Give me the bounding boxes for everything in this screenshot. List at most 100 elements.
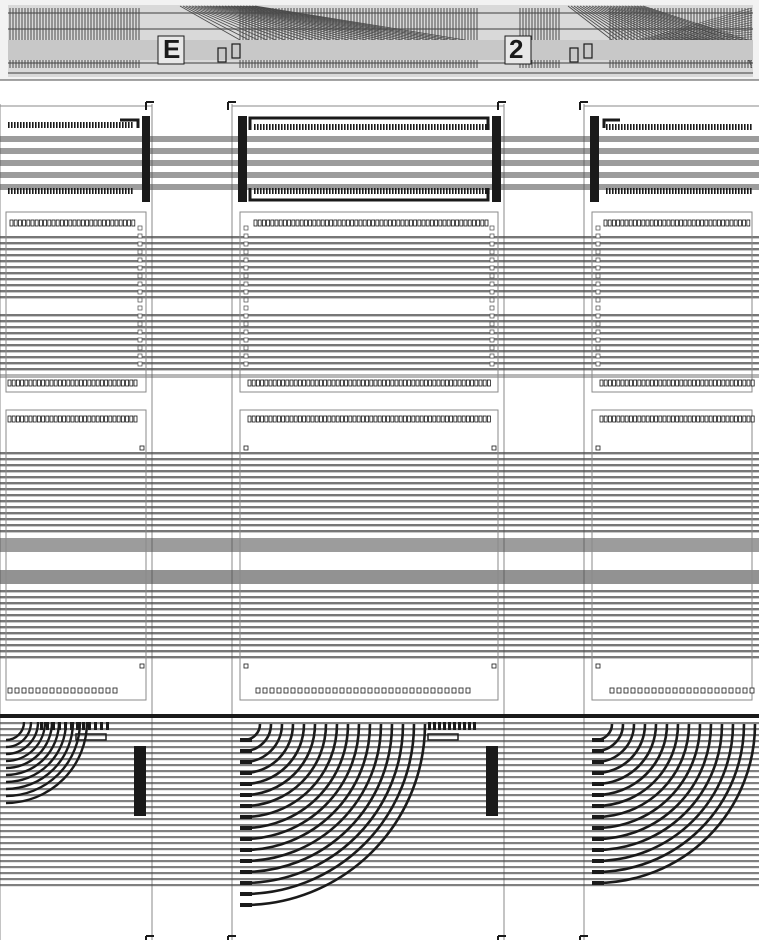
bond-pad <box>125 415 129 423</box>
comb-tooth <box>425 188 427 194</box>
comb-tooth <box>320 124 322 130</box>
header-fan-line <box>233 5 403 41</box>
comb-tooth <box>663 188 665 194</box>
bottom-section-rule <box>0 714 759 718</box>
header-fan-line <box>588 5 650 41</box>
comb-tooth <box>449 124 451 130</box>
side-pad <box>489 225 495 231</box>
comb-tooth <box>74 122 76 128</box>
bond-pad <box>395 687 401 694</box>
bond-pad <box>22 219 27 227</box>
comb-tooth <box>389 124 391 130</box>
trace-band <box>0 538 759 552</box>
side-pad <box>489 273 495 279</box>
header-fan-line <box>621 5 710 41</box>
comb-tooth <box>404 124 406 130</box>
arc-trace <box>243 723 427 907</box>
bond-pad <box>679 219 683 227</box>
bond-pad <box>599 415 604 423</box>
bond-pad <box>666 379 671 387</box>
arc-terminal <box>592 771 604 775</box>
comb-tooth <box>113 122 115 128</box>
reference-box <box>504 35 532 65</box>
bracket-bottom <box>248 188 490 202</box>
bond-pad <box>390 379 395 387</box>
bond-pad <box>425 219 430 227</box>
bond-pad <box>416 687 422 694</box>
comb-tooth <box>353 124 355 130</box>
comb-tooth <box>59 122 61 128</box>
comb-tooth <box>711 188 713 194</box>
header-bar <box>8 62 753 64</box>
arc-trace <box>5 721 61 777</box>
bond-pad <box>721 379 726 387</box>
reference-glyph-icon <box>569 47 579 63</box>
bond-pad <box>114 219 119 227</box>
bond-pad <box>651 687 657 694</box>
arc-terminal <box>240 892 252 896</box>
comb-tooth <box>750 188 752 194</box>
trace-band <box>0 136 759 142</box>
bond-pad <box>84 687 90 694</box>
bond-pad <box>60 219 64 227</box>
bond-pad <box>304 687 310 694</box>
bond-pad <box>607 219 612 227</box>
comb-tooth <box>17 188 19 194</box>
connector-tooth <box>76 722 79 730</box>
bond-pad <box>440 415 445 423</box>
bond-pad <box>327 415 332 423</box>
comb-tooth <box>666 124 668 130</box>
bond-pad <box>272 379 277 387</box>
side-pad <box>137 361 143 367</box>
bond-pad <box>729 219 734 227</box>
bond-pad <box>49 379 54 387</box>
bond-pad <box>360 687 366 694</box>
header-fan-line <box>221 5 367 41</box>
bond-pad <box>353 687 359 694</box>
side-pad <box>243 337 249 343</box>
bond-pad <box>253 219 258 227</box>
comb-tooth <box>29 122 31 128</box>
connector-tooth <box>443 722 446 730</box>
comb-tooth <box>374 124 376 130</box>
trace-line <box>0 494 759 497</box>
trace-line <box>0 620 759 623</box>
comb-tooth <box>479 188 481 194</box>
bond-pad <box>633 219 637 227</box>
comb-tooth <box>395 124 397 130</box>
bond-pad <box>742 379 747 387</box>
bond-pad <box>7 687 13 694</box>
bond-pad <box>458 687 464 694</box>
comb-tooth <box>428 188 430 194</box>
header-fan-line <box>582 5 640 41</box>
header-fan-line <box>603 5 677 41</box>
comb-tooth <box>624 124 626 130</box>
bond-pad <box>108 379 113 387</box>
bottom-rail <box>486 746 498 816</box>
bond-pad <box>383 219 388 227</box>
comb-tooth <box>35 188 37 194</box>
comb-tooth <box>672 124 674 130</box>
comb-tooth <box>422 188 424 194</box>
comb-tooth <box>657 124 659 130</box>
arc-trace <box>243 723 383 863</box>
comb-tooth <box>687 124 689 130</box>
trace-band <box>0 374 759 378</box>
bond-pad <box>662 415 667 423</box>
bond-pad <box>15 415 20 423</box>
bond-pad <box>704 415 709 423</box>
comb-tooth <box>116 188 118 194</box>
bond-pad <box>129 379 134 387</box>
bond-pad <box>360 379 365 387</box>
comb-tooth <box>630 188 632 194</box>
comb-tooth <box>92 122 94 128</box>
bond-pad <box>13 219 18 227</box>
trace-line <box>0 848 759 851</box>
bond-pad <box>721 415 726 423</box>
bond-pad <box>102 219 106 227</box>
trace-line <box>0 326 759 329</box>
thick-rail <box>492 116 501 202</box>
comb-tooth <box>744 124 746 130</box>
bond-pad <box>645 415 650 423</box>
bond-pad <box>471 219 476 227</box>
